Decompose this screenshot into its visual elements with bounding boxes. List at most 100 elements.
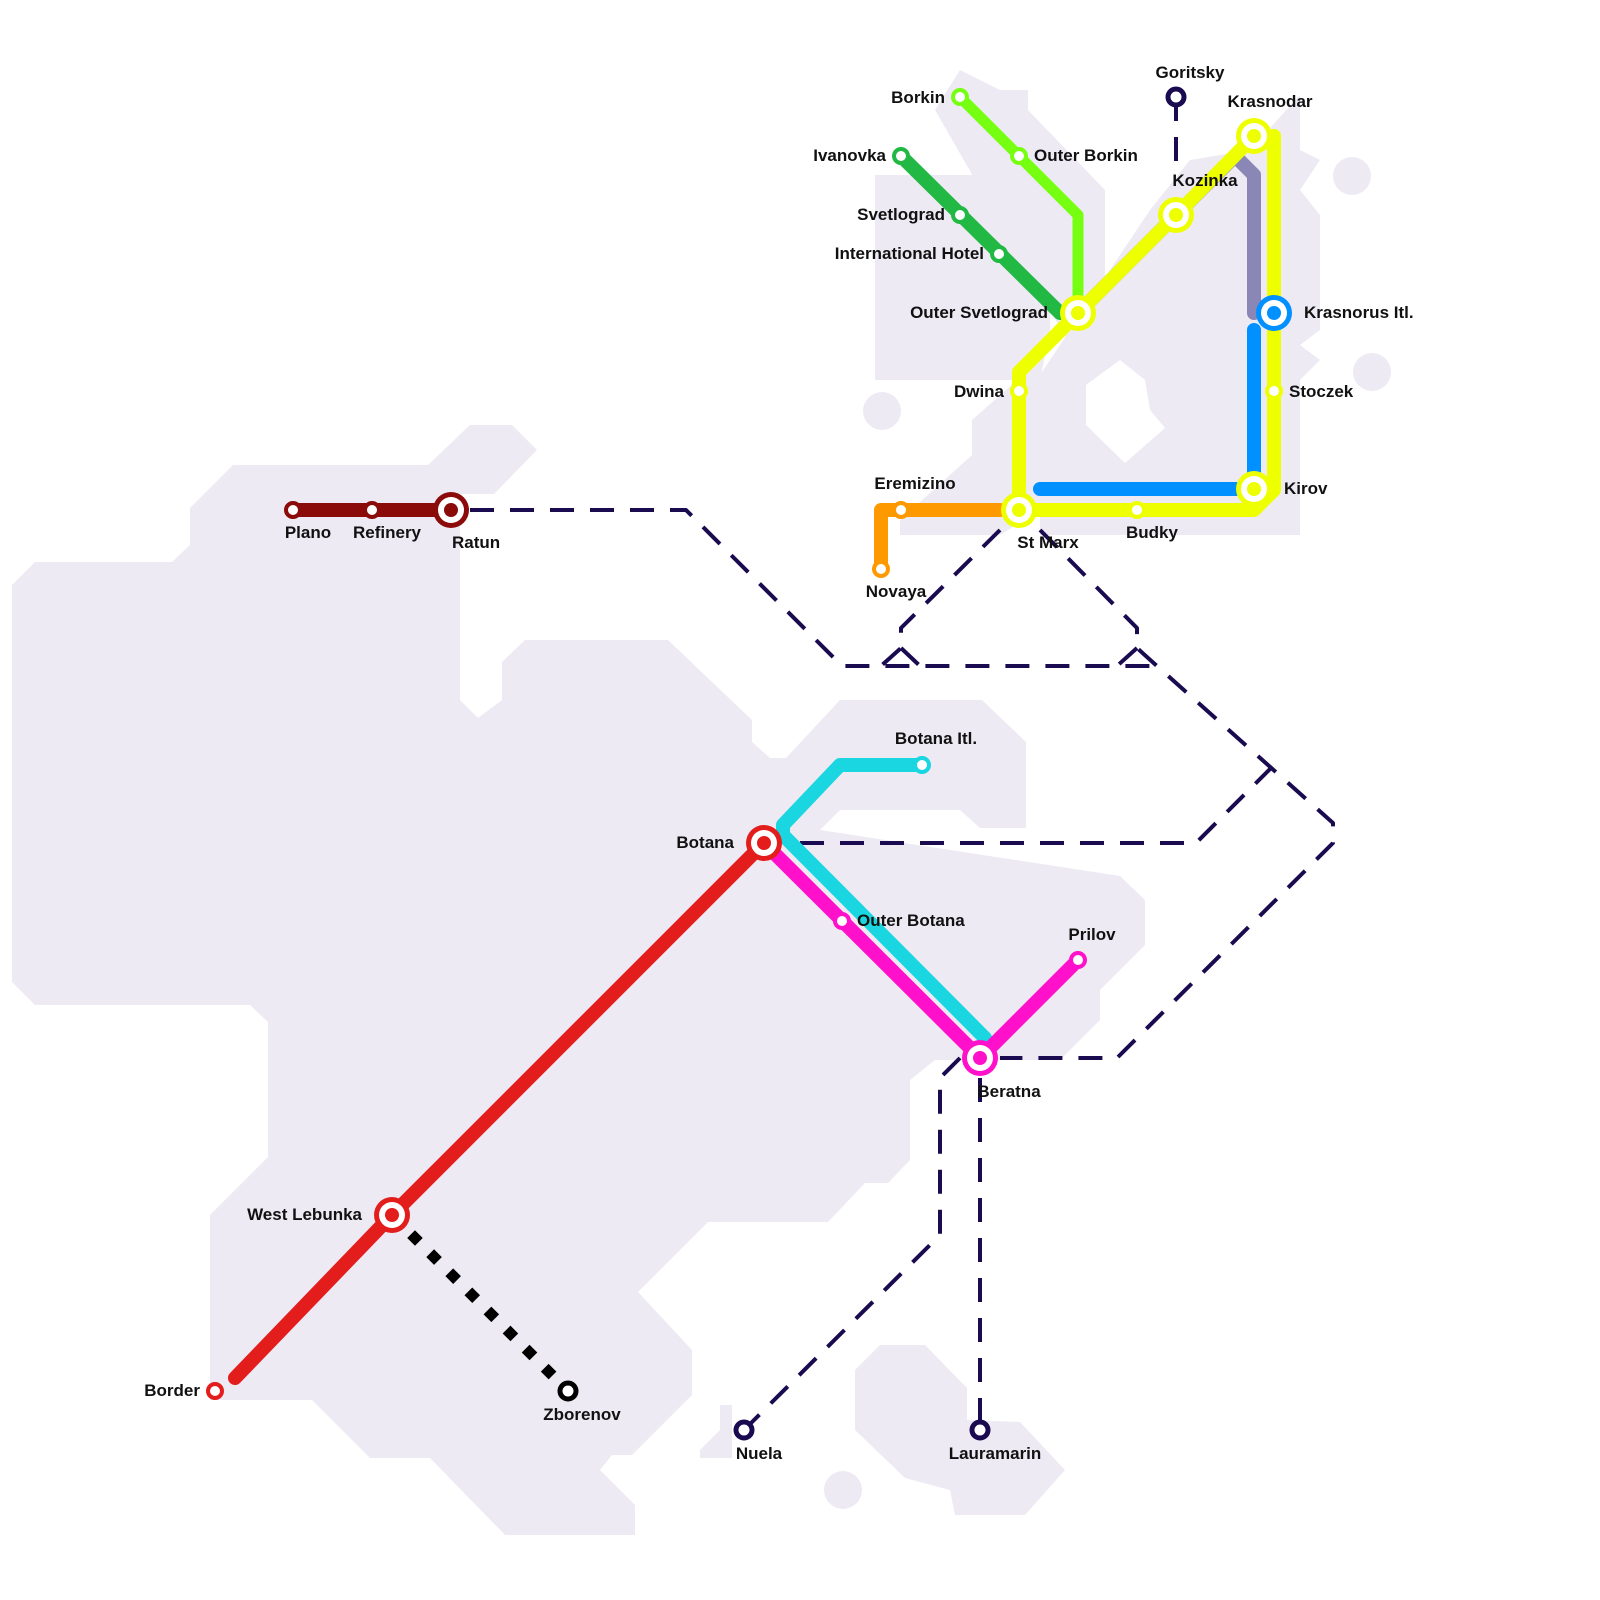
station-label: Outer Svetlograd	[910, 303, 1048, 322]
interchange-dot	[385, 1208, 399, 1222]
station-icon	[892, 501, 910, 519]
station-st-marx[interactable]	[1001, 492, 1037, 528]
station-international-hotel[interactable]	[990, 245, 1008, 263]
station-west-lebunka[interactable]	[374, 1197, 410, 1233]
station-label: Dwina	[954, 382, 1005, 401]
station-icon	[1128, 501, 1146, 519]
station-stoczek[interactable]	[1265, 382, 1283, 400]
station-beratna[interactable]	[962, 1040, 998, 1076]
terminal-station-icon	[733, 1419, 755, 1441]
line-orange	[874, 503, 1007, 576]
station-label: Beratna	[977, 1082, 1041, 1101]
station-eremizino[interactable]	[892, 501, 910, 519]
station-label: St Marx	[1017, 533, 1079, 552]
interchange-dot	[1267, 306, 1281, 320]
station-border[interactable]	[206, 1382, 224, 1400]
station-krasnorus-itl[interactable]	[1256, 295, 1292, 331]
station-kozinka[interactable]	[1158, 197, 1194, 233]
terminal-station-icon	[969, 1419, 991, 1441]
station-label: Goritsky	[1156, 63, 1226, 82]
station-label: West Lebunka	[247, 1205, 362, 1224]
station-icon	[892, 147, 910, 165]
station-icon	[951, 206, 969, 224]
station-novaya[interactable]	[872, 560, 890, 578]
station-label: Ratun	[452, 533, 500, 552]
station-zborenov[interactable]	[557, 1380, 579, 1402]
interchange-dot	[444, 503, 458, 517]
station-borkin[interactable]	[951, 88, 969, 106]
station-label: Botana	[676, 833, 734, 852]
station-label: Zborenov	[543, 1405, 621, 1424]
station-ivanovka[interactable]	[892, 147, 910, 165]
station-label: Prilov	[1068, 925, 1116, 944]
line-ivanovka	[894, 149, 1067, 320]
station-svetlograd[interactable]	[951, 206, 969, 224]
station-label: Krasnodar	[1227, 92, 1312, 111]
station-label: Borkin	[891, 88, 945, 107]
dashed-link-ratun	[470, 508, 1157, 668]
station-label: Nuela	[736, 1444, 783, 1463]
station-icon	[951, 88, 969, 106]
interchange-dot	[1012, 503, 1026, 517]
interchange-dot	[1247, 482, 1261, 496]
dashed-link-stmarx-beratna	[1000, 528, 1335, 1060]
station-refinery[interactable]	[363, 501, 381, 519]
interchange-dot	[973, 1051, 987, 1065]
station-outer-svetlograd[interactable]	[1060, 295, 1096, 331]
station-ratun[interactable]	[433, 492, 469, 528]
station-outer-borkin[interactable]	[1010, 147, 1028, 165]
station-icon	[1069, 951, 1087, 969]
terminal-station-icon	[557, 1380, 579, 1402]
station-lauramarin[interactable]	[969, 1419, 991, 1441]
stations	[206, 86, 1292, 1441]
lake	[1086, 360, 1165, 463]
terminal-station-icon	[1165, 86, 1187, 108]
land-area	[12, 425, 1145, 1535]
station-label: Budky	[1126, 523, 1179, 542]
land-area	[900, 95, 1320, 535]
station-label: Krasnorus Itl.	[1304, 303, 1414, 322]
line-borkin	[954, 91, 1084, 319]
station-icon	[990, 245, 1008, 263]
land-areas	[12, 70, 1391, 1535]
interchange-dot	[1169, 208, 1183, 222]
station-label: Kozinka	[1172, 171, 1238, 190]
station-label: Stoczek	[1289, 382, 1354, 401]
station-label: Novaya	[866, 582, 927, 601]
station-icon	[833, 912, 851, 930]
line-cyan	[776, 758, 992, 1045]
island	[1333, 157, 1371, 195]
station-label: Eremizino	[874, 474, 955, 493]
station-dwina[interactable]	[1010, 382, 1028, 400]
station-label: Svetlograd	[857, 205, 945, 224]
station-botana-itl[interactable]	[913, 756, 931, 774]
dashed-link-novaya-b	[899, 646, 922, 668]
station-plano[interactable]	[284, 501, 302, 519]
station-icon	[1010, 382, 1028, 400]
station-kirov[interactable]	[1236, 471, 1272, 507]
dashed-link-nuela	[742, 1056, 962, 1432]
interchange-dot	[1247, 129, 1261, 143]
station-outer-botana[interactable]	[833, 912, 851, 930]
station-label: Outer Botana	[857, 911, 965, 930]
station-label: Kirov	[1284, 479, 1328, 498]
island	[824, 1471, 862, 1509]
station-goritsky[interactable]	[1165, 86, 1187, 108]
station-label: Ivanovka	[813, 146, 886, 165]
dashed-link-novaya	[879, 528, 1002, 668]
station-nuela[interactable]	[733, 1419, 755, 1441]
interchange-dot	[1071, 306, 1085, 320]
station-label: Outer Borkin	[1034, 146, 1138, 165]
station-icon	[872, 560, 890, 578]
station-budky[interactable]	[1128, 501, 1146, 519]
station-botana[interactable]	[746, 825, 782, 861]
station-krasnodar[interactable]	[1236, 118, 1272, 154]
station-prilov[interactable]	[1069, 951, 1087, 969]
dashed-link-b	[1115, 646, 1139, 668]
island	[863, 392, 901, 430]
land-area	[700, 1405, 732, 1458]
island	[1353, 353, 1391, 391]
station-label: Border	[144, 1381, 200, 1400]
station-icon	[913, 756, 931, 774]
